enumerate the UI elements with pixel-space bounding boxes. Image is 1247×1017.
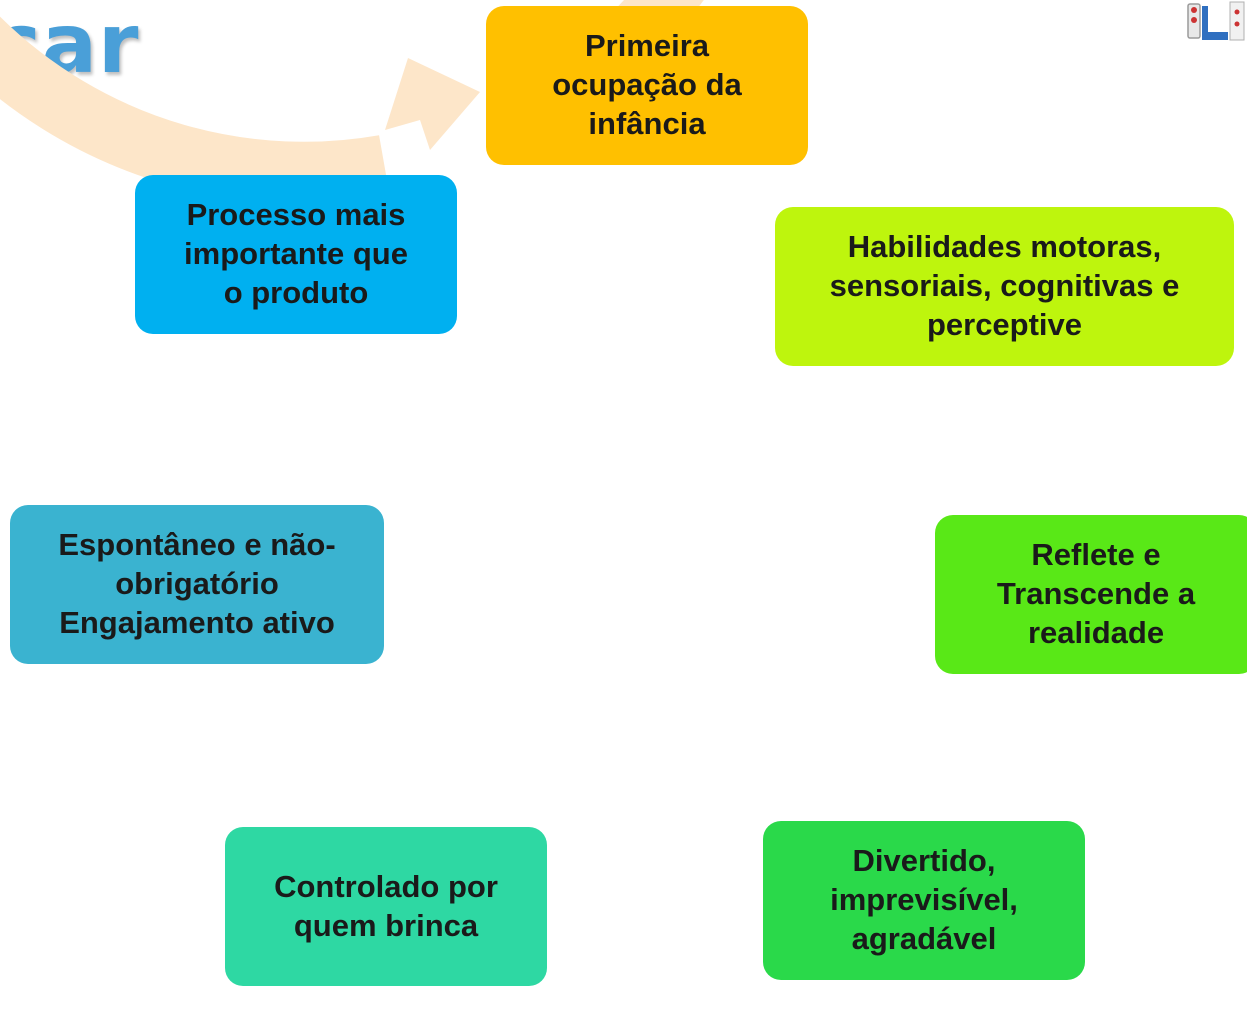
cycle-arrowhead [385, 58, 480, 150]
node-espontaneo: Espontâneo e não- obrigatório Engajament… [10, 505, 384, 664]
node-habilidades: Habilidades motoras, sensoriais, cogniti… [775, 207, 1234, 366]
node-controlado: Controlado por quem brinca [225, 827, 547, 986]
node-primeira-ocupacao: Primeira ocupação da infância [486, 6, 808, 165]
node-reflete: Reflete e Transcende a realidade [935, 515, 1247, 674]
node-divertido: Divertido, imprevisível, agradável [763, 821, 1085, 980]
node-processo: Processo mais importante que o produto [135, 175, 457, 334]
logo-icon [1187, 1, 1245, 41]
